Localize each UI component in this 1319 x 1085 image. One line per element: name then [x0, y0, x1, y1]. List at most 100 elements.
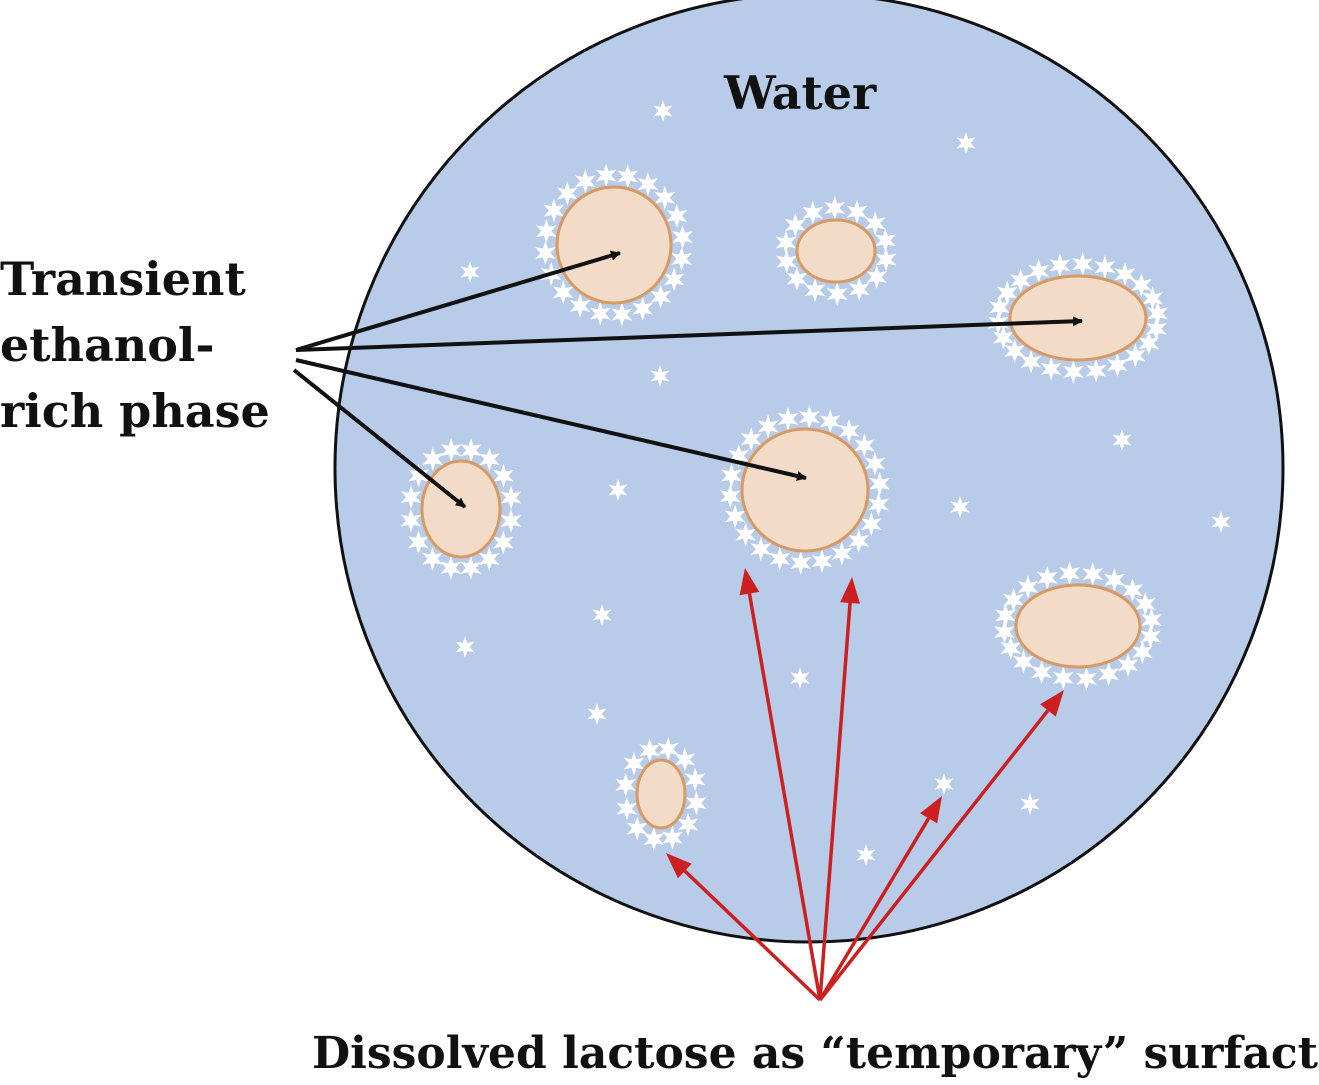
white-star-icon: [848, 528, 870, 553]
droplet-body: [555, 185, 673, 305]
white-star-icon: [1013, 649, 1034, 674]
white-star-icon: [460, 438, 482, 463]
white-star-icon: [677, 812, 699, 837]
white-star-icon: [846, 199, 868, 224]
white-star-icon: [557, 181, 578, 206]
white-star-icon: [757, 414, 779, 439]
white-star-icon: [790, 667, 810, 689]
white-star-icon: [854, 433, 875, 458]
white-star-icon: [995, 603, 1016, 628]
white-star-icon: [1028, 259, 1050, 283]
white-star-icon: [750, 537, 772, 562]
white-star-icon: [478, 547, 500, 571]
white-star-icon: [785, 213, 806, 237]
white-star-icon: [1049, 253, 1071, 278]
white-star-icon: [623, 751, 645, 776]
white-star-icon: [1146, 316, 1167, 341]
white-star-icon: [422, 447, 444, 471]
white-star-icon: [650, 284, 671, 309]
white-star-icon: [1040, 356, 1062, 381]
white-star-icon: [1125, 343, 1146, 368]
white-star-icon: [654, 185, 676, 210]
water-label: Water: [724, 66, 877, 120]
white-star-icon: [608, 479, 628, 501]
white-star-icon: [592, 604, 612, 626]
white-star-icon: [589, 301, 611, 326]
white-star-icon: [1211, 511, 1231, 533]
white-star-icon: [460, 555, 482, 580]
white-star-icon: [869, 471, 891, 496]
white-star-icon: [1117, 653, 1139, 678]
white-star-icon: [440, 555, 462, 580]
droplet-body: [635, 758, 687, 830]
white-star-icon: [1059, 561, 1080, 586]
red-arrow-shaft: [818, 817, 931, 1001]
red-arrow: [666, 853, 822, 1002]
white-star-icon: [617, 164, 639, 189]
white-star-icon: [552, 280, 574, 305]
white-star-icon: [663, 267, 685, 292]
ethanol-droplets: [400, 163, 1169, 852]
white-star-icon: [1063, 359, 1084, 384]
white-star-icon: [804, 278, 826, 303]
red-arrow-shaft: [683, 869, 822, 1002]
white-star-icon: [950, 496, 970, 518]
white-star-icon: [875, 247, 897, 272]
white-star-icon: [956, 132, 976, 154]
ethanol-label-line: rich phase: [0, 384, 270, 438]
white-star-icon: [719, 484, 741, 509]
white-star-icon: [848, 277, 870, 302]
droplet-body: [795, 218, 877, 284]
ethanol-droplet: [719, 405, 891, 575]
white-star-icon: [639, 738, 660, 763]
white-star-icon: [735, 522, 756, 547]
white-star-icon: [838, 418, 860, 443]
lactose-surfactant-label: Dissolved lactose as “temporary” surfact…: [312, 1028, 1319, 1079]
white-star-icon: [1112, 429, 1132, 451]
white-star-icon: [1122, 578, 1143, 603]
white-star-icon: [819, 409, 841, 434]
white-star-icon: [653, 100, 673, 122]
white-star-icon: [776, 249, 797, 274]
droplet-body: [420, 459, 502, 559]
black-arrow: [295, 250, 621, 352]
white-star-icon: [864, 211, 886, 236]
white-star-icon: [671, 246, 692, 271]
red-arrow: [818, 796, 942, 1001]
white-star-icon: [643, 827, 665, 852]
white-star-icon: [493, 463, 514, 488]
ethanol-label-line: ethanol-: [0, 318, 215, 372]
black-arrow: [292, 368, 467, 509]
black-arrow: [295, 358, 807, 481]
white-star-icon: [864, 451, 886, 476]
white-star-icon: [934, 773, 954, 795]
white-star-icon: [989, 295, 1010, 320]
white-star-icon: [1036, 565, 1058, 590]
white-star-icon: [1132, 640, 1153, 665]
free-lactose-molecules: [455, 100, 1231, 866]
white-star-icon: [400, 485, 422, 510]
white-star-icon: [775, 230, 797, 255]
white-star-icon: [479, 447, 500, 472]
red-arrow: [818, 690, 1064, 1002]
white-star-icon: [1082, 562, 1104, 587]
white-star-icon: [993, 325, 1014, 350]
white-star-icon: [1076, 666, 1097, 691]
white-star-icon: [1000, 636, 1022, 660]
white-star-icon: [440, 438, 462, 463]
white-star-icon: [626, 816, 648, 841]
white-star-icon: [740, 427, 762, 452]
white-star-icon: [1003, 587, 1024, 612]
white-star-icon: [1142, 286, 1163, 311]
white-star-icon: [1131, 273, 1152, 297]
white-star-icon: [408, 530, 429, 555]
white-star-icon: [860, 512, 882, 537]
white-star-icon: [856, 844, 876, 866]
white-star-icon: [1004, 339, 1025, 363]
white-star-icon: [536, 219, 557, 244]
white-star-icon: [543, 198, 565, 223]
red-arrow-shaft: [818, 709, 1050, 1002]
white-star-icon: [1134, 592, 1156, 616]
white-star-icon: [662, 825, 683, 850]
